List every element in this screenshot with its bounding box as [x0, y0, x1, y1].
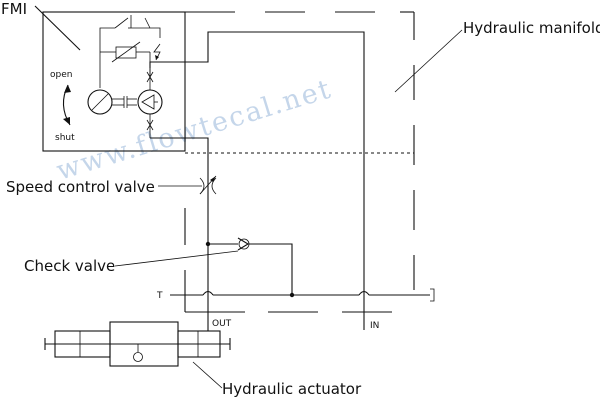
pump-icon: [137, 89, 163, 115]
fmi-label: FMI: [1, 0, 27, 18]
speed-valve-label: Speed control valve: [6, 178, 155, 196]
manifold-outline: [184, 11, 415, 313]
actuator-leader: [192, 361, 223, 389]
check-valve-symbol: [205, 237, 293, 295]
switch-circuit: [99, 15, 161, 88]
port-in-label: IN: [370, 321, 379, 331]
open-shut-arrow: [62, 84, 71, 126]
electrical-signal-icon: [153, 43, 161, 61]
tank-line: [170, 288, 435, 302]
open-label: open: [50, 70, 72, 80]
speed-control-valve-symbol: [199, 175, 217, 195]
fmi-box: [34, 5, 186, 152]
check-valve-label: Check valve: [24, 257, 115, 275]
check-valve-leader: [114, 250, 239, 267]
fmi-pipes: [149, 31, 365, 295]
actuator-label: Hydraulic actuator: [222, 380, 362, 398]
motor-gauge-icon: [87, 89, 137, 115]
pump-throttle-icons: [146, 68, 154, 138]
manifold-leader: [394, 29, 463, 93]
port-t-label: T: [156, 291, 163, 301]
hydraulic-actuator-symbol: [44, 321, 231, 367]
port-out-label: OUT: [212, 319, 232, 329]
shut-label: shut: [55, 133, 75, 143]
manifold-label: Hydraulic manifold: [463, 19, 600, 37]
